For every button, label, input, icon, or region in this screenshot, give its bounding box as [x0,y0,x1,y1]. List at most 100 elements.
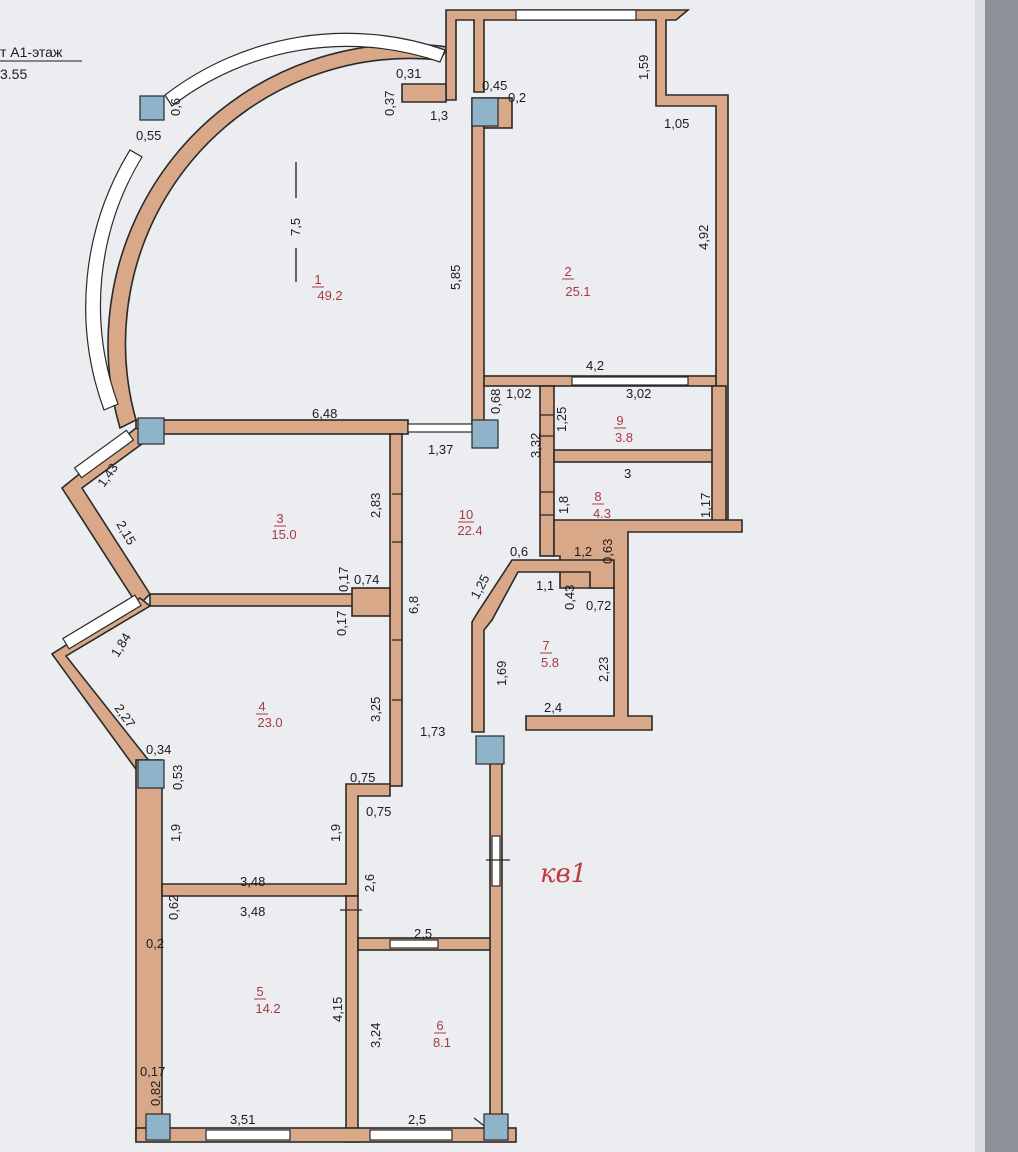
wall-room9-right [711,385,727,523]
floor-header-height: 3.55 [0,66,27,82]
floor-header-label: т А1-этаж [0,44,63,60]
dim-0-34: 0,34 [146,742,171,757]
window-room3 [73,429,135,479]
dim-0-6-top: 0,6 [168,98,183,116]
dim-3-48-lower: 3,48 [240,904,265,919]
wall-room9-8-left [539,385,555,557]
wall-bottom [135,1127,517,1143]
dim-0-53: 0,53 [170,765,185,790]
room-2-area: 25.1 [565,284,590,299]
room-9-number: 9 [616,413,623,428]
room-1-number: 1 [314,272,321,287]
top-wall-room2 [445,9,729,523]
dim-3-24: 3,24 [368,1023,383,1048]
room-7-area: 5.8 [541,655,559,670]
curved-window-upper [164,32,446,107]
dim-0-6-mid: 0,6 [510,544,528,559]
wall-room5-right [345,895,359,1143]
room-4-number: 4 [258,699,265,714]
dim-0-2-left: 0,2 [146,936,164,951]
dim-1-9-left: 1,9 [168,824,183,842]
dim-2-23: 2,23 [596,657,611,682]
room-1-area: 49.2 [317,288,342,303]
wall-corridor-left [389,433,403,787]
room-6-area: 8.1 [433,1035,451,1050]
columns [137,95,509,1141]
dim-1-2: 1,2 [574,544,592,559]
room-5-area: 14.2 [255,1001,280,1016]
dim-6-48: 6,48 [312,406,337,421]
room-3-area: 15.0 [271,527,296,542]
dim-1-17: 1,17 [698,493,713,518]
room-9-area: 3.8 [615,430,633,445]
dim-0-75-lower: 0,75 [366,804,391,819]
dim-0-68: 0,68 [488,389,503,414]
window-room5 [205,1129,291,1141]
dim-2-6: 2,6 [362,874,377,892]
dim-7-5: 7,5 [288,218,303,236]
dim-1-59: 1,59 [636,55,651,80]
handwritten-apartment-note: кв1 [540,859,587,889]
window-room4 [62,594,142,650]
wall-room1-room2 [471,97,485,429]
dim-0-75-upper: 0,75 [350,770,375,785]
doorway-1-37 [407,423,473,433]
dim-1-1: 1,1 [536,578,554,593]
room-6-number: 6 [436,1018,443,1033]
dim-1-02: 1,02 [506,386,531,401]
dimension-labels: 0,37 0,31 1,3 0,45 0,2 1,59 0,6 0,55 7,5… [94,55,713,1127]
dim-1-73: 1,73 [420,724,445,739]
room-4-area: 23.0 [257,715,282,730]
dim-4-2: 4,2 [586,358,604,373]
dim-0-2: 0,2 [508,90,526,105]
dim-1-37: 1,37 [428,442,453,457]
dim-2-5-bottom: 2,5 [408,1112,426,1127]
dim-1-69: 1,69 [494,661,509,686]
dim-1-25-upper: 1,25 [554,407,569,432]
room-8-area: 4.3 [593,506,611,521]
dim-0-55: 0,55 [136,128,161,143]
dim-0-37: 0,37 [382,91,397,116]
wall-room9-8 [553,449,725,463]
dim-0-72: 0,72 [586,598,611,613]
wall-corridor-right [489,739,503,1141]
dim-1-3: 1,3 [430,108,448,123]
dim-0-82: 0,82 [148,1081,163,1106]
room-7-number: 7 [542,638,549,653]
room-5-number: 5 [256,984,263,999]
dim-0-74: 0,74 [354,572,379,587]
wall-nib [401,83,447,103]
room-labels: 1 49.2 2 25.1 3 15.0 4 23.0 5 14.2 6 8.1… [254,264,633,1050]
dim-3-02: 3,02 [626,386,651,401]
dim-3-48-upper: 3,48 [240,874,265,889]
doorway-room6 [389,939,439,949]
dim-2-4: 2,4 [544,700,562,715]
curved-wall [107,43,450,430]
paper-edge-shadow [985,0,1018,1152]
dim-4-92: 4,92 [696,225,711,250]
dim-0-62: 0,62 [166,895,181,920]
curved-window-lower [85,149,143,411]
wall-stub-mid [351,587,391,617]
dim-2-5-upper: 2,5 [414,926,432,941]
dim-1-8: 1,8 [556,496,571,514]
wall-room7-upper [471,559,615,733]
room-2-number: 2 [564,264,571,279]
window-room2-top [515,9,637,21]
dim-0-31: 0,31 [396,66,421,81]
dim-2-83: 2,83 [368,493,383,518]
window-room2-bottom [571,376,689,386]
dim-0-43: 0,43 [562,585,577,610]
dim-0-45: 0,45 [482,78,507,93]
room-3-number: 3 [276,511,283,526]
room-10-number: 10 [459,507,473,522]
dim-3-51: 3,51 [230,1112,255,1127]
dim-1-9-right: 1,9 [328,824,343,842]
room-10-area: 22.4 [457,523,482,538]
dim-6-8: 6,8 [406,596,421,614]
dim-5-85: 5,85 [448,265,463,290]
dim-4-15: 4,15 [330,997,345,1022]
window-room6 [369,1129,453,1141]
dim-0-17-upper: 0,17 [336,567,351,592]
